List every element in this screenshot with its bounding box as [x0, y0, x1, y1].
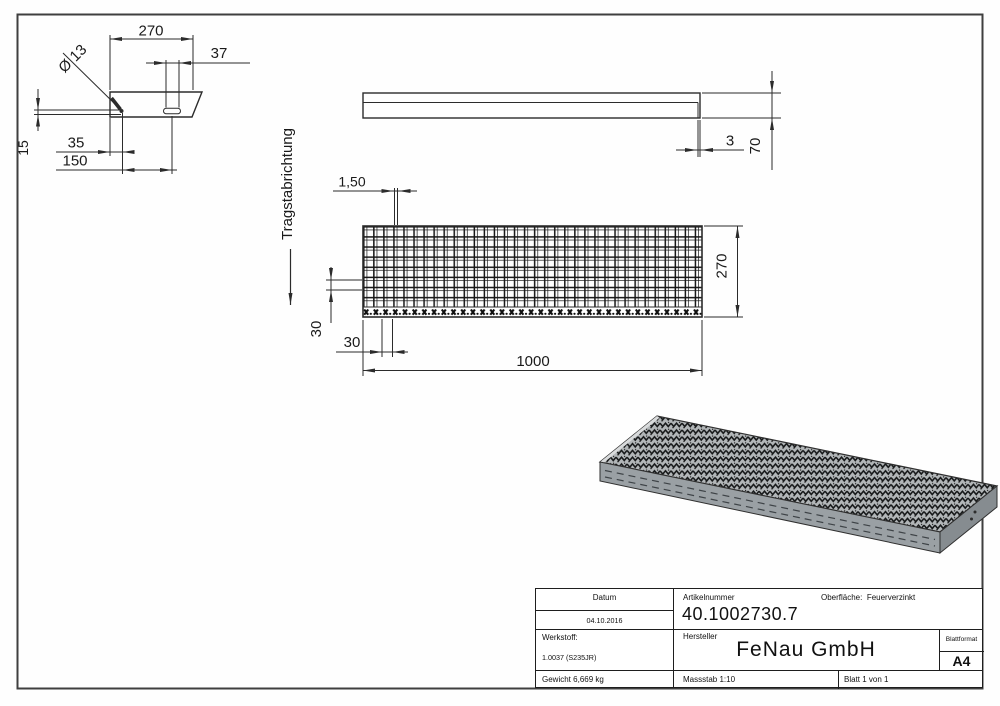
tb-blattformat-value: A4 [952, 653, 971, 669]
tb-divider-h4 [536, 670, 982, 672]
plan-view-outline [362, 225, 703, 318]
end-plate-outline [109, 91, 204, 118]
tb-oberflaeche-label: Oberfläche: [821, 593, 863, 602]
title-block: Datum 04.10.2016 Artikelnummer 40.100273… [535, 588, 984, 689]
tb-oberflaeche: Oberfläche: Feuerverzinkt [821, 593, 915, 602]
tb-hersteller-value: FeNau GmbH [736, 638, 876, 661]
dim-150-label: 150 [62, 153, 87, 170]
tb-werkstoff-value: 1.0037 (S235JR) [542, 653, 597, 662]
tb-massstab-value: 1:10 [719, 675, 736, 684]
tb-massstab-label: Massstab [683, 675, 718, 684]
iso-end-face [939, 484, 998, 555]
grating-mesh [363, 226, 702, 307]
side-view-outline [362, 92, 701, 119]
tb-divider-h2 [536, 629, 982, 631]
dim-hole-diameter-label: Ø 13 [55, 41, 90, 76]
dim-mesh-y-label: 30 [308, 321, 325, 338]
dim-bar-150: 1,50 [333, 174, 417, 225]
dim-15-left: 15 [15, 89, 121, 156]
dim-70-label: 70 [747, 138, 764, 155]
dim-270-top-label: 270 [138, 23, 163, 40]
tb-divider-h1 [536, 610, 673, 612]
dim-150: 150 [56, 153, 177, 172]
tb-blatt-value: Blatt 1 von 1 [844, 675, 889, 684]
tb-massstab: Massstab 1:10 [683, 675, 735, 684]
dim-70: 70 [702, 71, 781, 170]
serrated-nosing [363, 307, 702, 317]
tb-gewicht-label: Gewicht [542, 675, 571, 684]
tb-datum-label: Datum [592, 593, 617, 602]
tb-blattformat-label: Blattformat [945, 636, 978, 643]
tb-oberflaeche-value: Feuerverzinkt [866, 593, 916, 602]
hole-leader-line [62, 52, 118, 107]
dim-30-vertical: 30 [308, 267, 362, 337]
dim-37-slot: 37 [146, 45, 250, 108]
tb-divider-v3 [838, 670, 840, 689]
dim-270-right: 270 [704, 225, 743, 318]
iso-view [598, 415, 999, 555]
direction-label: Tragstabrichtung [279, 128, 296, 240]
dim-1000: 1000 [362, 320, 703, 376]
dim-270-top: 270 [109, 23, 194, 90]
tb-artikelnummer-value: 40.1002730.7 [682, 604, 799, 624]
plan-view: 1,50 270 30 30 1000 [308, 174, 743, 376]
dim-depth-label: 270 [714, 253, 731, 278]
side-view: 70 3 [362, 71, 781, 170]
iso-front-dash-1 [604, 469, 936, 541]
tb-datum-value: 04.10.2016 [586, 616, 623, 625]
dim-bar-label: 1,50 [338, 174, 365, 190]
dim-37-label: 37 [211, 45, 228, 62]
iso-bolt-dot-1 [973, 510, 977, 514]
tb-artikelnummer-label: Artikelnummer [683, 593, 735, 602]
detail-view: 270 37 Ø 13 15 35 [15, 23, 250, 174]
slot-hole [163, 107, 181, 115]
dim-length-label: 1000 [516, 353, 549, 370]
dim-3: 3 [676, 120, 744, 157]
tb-werkstoff-label: Werkstoff: [542, 633, 578, 642]
tb-hersteller-label: Hersteller [683, 632, 718, 641]
dim-35: 35 [56, 135, 135, 154]
iso-left-edge-band [600, 416, 660, 464]
tb-divider-h3 [939, 651, 984, 653]
hole-section-mark [110, 96, 122, 111]
sheet-border [16, 13, 984, 690]
direction-arrow: Tragstabrichtung [279, 128, 296, 305]
dim-30-horizontal: 30 [336, 319, 408, 357]
tb-gewicht-value: 6,669 kg [573, 675, 604, 684]
tb-gewicht: Gewicht 6,669 kg [542, 675, 604, 684]
dim-3-label: 3 [726, 133, 734, 150]
dim-mesh-x-label: 30 [344, 334, 361, 351]
tb-divider-v2 [939, 629, 941, 670]
dim-15-label: 15 [15, 140, 31, 156]
tb-divider-v1 [673, 589, 675, 687]
dim-35-label: 35 [68, 135, 85, 152]
iso-front-dash-2 [604, 476, 936, 547]
iso-bolt-dot-2 [970, 517, 973, 521]
